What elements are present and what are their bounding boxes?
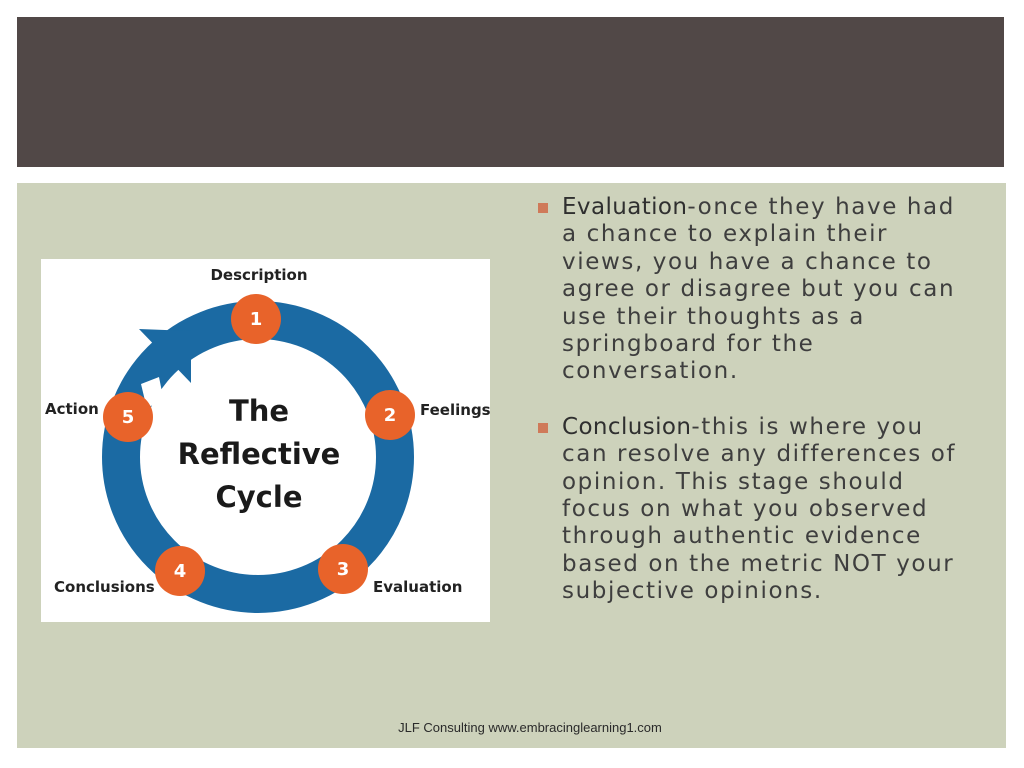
stage-label-evaluation: Evaluation [373, 578, 462, 596]
reflective-cycle-svg: 1 2 3 4 5 Description Feelings Evaluatio… [45, 266, 490, 613]
bullet-list: Evaluation-once they have had a chance t… [538, 194, 978, 634]
bullet-square-icon [538, 422, 548, 433]
stage-number-2: 2 [384, 405, 397, 426]
stage-label-description: Description [210, 266, 307, 284]
stage-label-conclusions: Conclusions [54, 578, 155, 596]
bullet-evaluation: Evaluation-once they have had a chance t… [538, 194, 978, 386]
bullet-conclusion: Conclusion-this is where you can resolve… [538, 414, 978, 606]
cycle-title-line-3: Cycle [216, 480, 303, 514]
slide-title-band [17, 17, 1004, 167]
bullet-term-evaluation: Evaluation [562, 194, 688, 220]
stage-number-5: 5 [122, 407, 135, 428]
bullet-square-icon [538, 203, 548, 213]
bullet-text-conclusion: -this is where you can resolve any diffe… [562, 413, 957, 605]
stage-node-1: 1 [231, 294, 281, 344]
cycle-arrow-icon [139, 329, 191, 383]
stage-label-action: Action [45, 400, 99, 418]
cycle-title-line-1: The [229, 394, 289, 428]
stage-label-feelings: Feelings [420, 401, 490, 419]
slide-footer: JLF Consulting www.embracinglearning1.co… [398, 720, 662, 735]
stage-node-2: 2 [365, 390, 415, 440]
reflective-cycle-diagram: 1 2 3 4 5 Description Feelings Evaluatio… [41, 259, 490, 622]
stage-number-1: 1 [250, 309, 263, 330]
stage-number-3: 3 [337, 559, 350, 580]
stage-node-5: 5 [103, 392, 153, 442]
bullet-text-evaluation: -once they have had a chance to explain … [562, 194, 956, 385]
cycle-title-line-2: Reflective [178, 437, 341, 471]
stage-node-4: 4 [155, 546, 205, 596]
stage-number-4: 4 [174, 561, 187, 582]
stage-node-3: 3 [318, 544, 368, 594]
bullet-term-conclusion: Conclusion [562, 413, 692, 440]
